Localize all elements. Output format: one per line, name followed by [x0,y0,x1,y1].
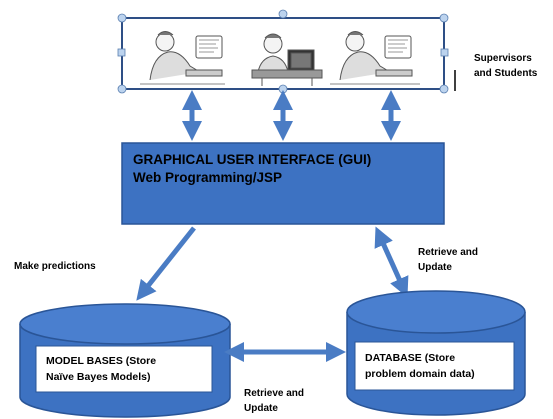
make-predictions-label: Make predictions [14,261,96,272]
model-bases-label-box [35,345,213,393]
actors-label-line-1: Supervisors [474,53,532,64]
user-at-computer-icon [140,31,225,85]
database-cylinder [346,290,526,416]
model-bases-cylinder [19,303,231,418]
retrieve-update-models-line-1: Retrieve and [244,388,305,399]
gui-text: GRAPHICAL USER INTERFACE (GUI) Web Progr… [133,151,371,187]
retrieve-update-db-line-2: Update [418,261,452,273]
user-at-computer-icon [330,31,420,85]
retrieve-update-models-line-2: Update [244,402,278,414]
retrieve-update-db-label: Retrieve and Update [418,246,478,275]
user-at-computer-icon [251,33,323,86]
user-gui-arrows [182,89,401,142]
gui-subtitle: Web Programming/JSP [133,170,283,186]
users-image-frame [117,9,456,94]
selection-handles [117,9,449,94]
database-line-1: DATABASE (Store [365,352,456,364]
gui-title: GRAPHICAL USER INTERFACE (GUI) [133,152,372,167]
database-line-2: problem domain data) [365,368,475,381]
database-label-box [354,341,515,391]
arrow-gui-database [374,226,409,298]
gui-box [121,142,445,225]
actors-label: Supervisors and Students [474,52,537,81]
actors-label-line-2: and Students [474,67,538,79]
model-bases-line-1: MODEL BASES (Store [46,355,157,367]
model-bases-text: MODEL BASES (Store Naïve Bayes Models) [46,353,156,386]
arrow-gui-to-models [136,226,196,301]
database-text: DATABASE (Store problem domain data) [365,350,475,383]
retrieve-update-models-label: Retrieve and Update [244,387,304,416]
retrieve-update-db-line-1: Retrieve and [418,247,479,258]
model-bases-line-2: Naïve Bayes Models) [46,371,151,384]
